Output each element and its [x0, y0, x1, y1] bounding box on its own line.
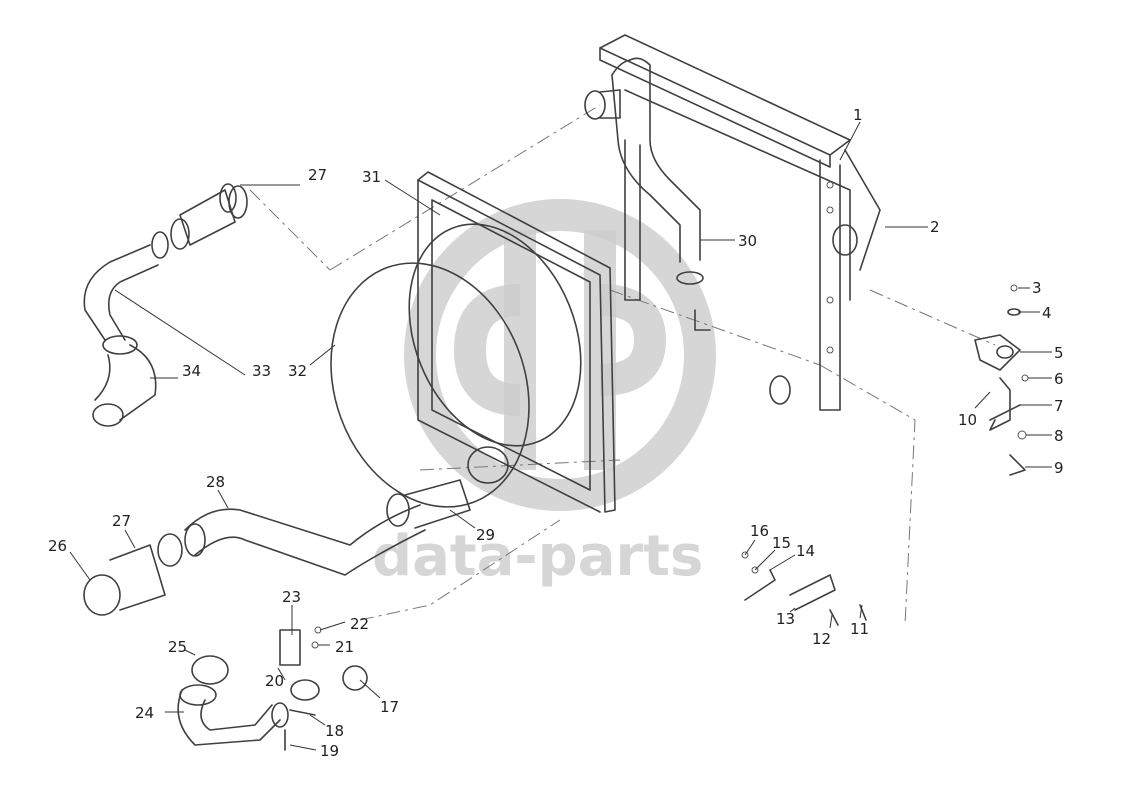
callout-30: 30: [738, 232, 757, 250]
callout-labels: 1 2 3 4 5 6 7 8 9 10 11 12 13 14 15 16 1…: [48, 106, 1064, 760]
fan-shroud: [408, 171, 616, 513]
callout-31: 31: [362, 168, 381, 186]
callout-32: 32: [288, 362, 307, 380]
callout-2: 2: [930, 218, 940, 236]
callout-12: 12: [812, 630, 831, 648]
callout-1: 1: [853, 106, 863, 124]
bracket: [974, 284, 1029, 476]
leader-lines: [69, 121, 1052, 751]
callout-5: 5: [1054, 344, 1064, 362]
callout-28: 28: [206, 473, 225, 491]
callout-3: 3: [1032, 279, 1042, 297]
callout-20: 20: [265, 672, 284, 690]
small-hardware: [279, 551, 867, 751]
upper-hose: [611, 57, 704, 285]
callout-21: 21: [335, 638, 354, 656]
callout-16: 16: [750, 522, 769, 540]
callout-34: 34: [182, 362, 201, 380]
seal-ring: [330, 262, 530, 508]
callout-27-upper: 27: [308, 166, 327, 184]
watermark-logo: [404, 199, 716, 511]
callout-8: 8: [1054, 427, 1064, 445]
callout-33: 33: [252, 362, 271, 380]
callout-7: 7: [1054, 397, 1064, 415]
callout-9: 9: [1054, 459, 1064, 477]
callout-29: 29: [476, 526, 495, 544]
callout-19: 19: [320, 742, 339, 760]
callout-26: 26: [48, 537, 67, 555]
callout-27-lower: 27: [112, 512, 131, 530]
callout-4: 4: [1042, 304, 1052, 322]
callout-23: 23: [282, 588, 301, 606]
callout-25: 25: [168, 638, 187, 656]
callout-11: 11: [850, 620, 869, 638]
bottom-hose-assembly: [177, 655, 289, 746]
watermark-text: data-parts: [372, 524, 703, 589]
callout-14: 14: [796, 542, 815, 560]
left-hose-assembly: [83, 183, 248, 427]
callout-15: 15: [772, 534, 791, 552]
callout-22: 22: [350, 615, 369, 633]
callout-24: 24: [135, 704, 154, 722]
callout-13: 13: [776, 610, 795, 628]
callout-6: 6: [1054, 370, 1064, 388]
callout-10: 10: [958, 411, 977, 429]
callout-18: 18: [325, 722, 344, 740]
lower-hose-assembly: [83, 479, 471, 616]
assembly-lines: [249, 104, 996, 626]
callout-17: 17: [380, 698, 399, 716]
